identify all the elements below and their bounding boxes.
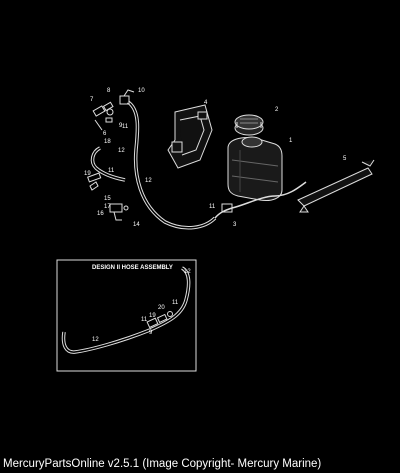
tank-cap-part-2 bbox=[234, 114, 264, 136]
callout-1: 1 bbox=[289, 138, 293, 144]
callout-5: 5 bbox=[343, 156, 347, 162]
callout-4: 4 bbox=[204, 100, 208, 106]
inset-fittings bbox=[146, 311, 173, 329]
fitting-cluster-upper bbox=[92, 89, 135, 131]
callout-6: 6 bbox=[103, 131, 107, 137]
bracket-part-4 bbox=[167, 104, 213, 169]
callout-labels: 10 8 7 9 11 6 18 12 4 2 1 5 19 11 12 15 … bbox=[84, 88, 347, 228]
inset-design-ii-hose-assembly: DESIGN II HOSE ASSEMBLY 12 20 11 11 19 9… bbox=[56, 259, 197, 372]
strap-part-5 bbox=[297, 159, 375, 213]
callout-3: 3 bbox=[233, 222, 237, 228]
copyright-caption: MercuryPartsOnline v2.5.1 (Image Copyrig… bbox=[3, 458, 322, 470]
callout-12-b: 12 bbox=[145, 178, 152, 184]
inset-callout-12: 12 bbox=[184, 269, 191, 275]
callout-11-c: 11 bbox=[209, 204, 216, 210]
inset-callout-9: 9 bbox=[149, 330, 153, 336]
parts-diagram: 10 8 7 9 11 6 18 12 4 2 1 5 19 11 12 15 … bbox=[56, 88, 375, 372]
callout-9: 9 bbox=[119, 123, 123, 129]
callout-2: 2 bbox=[275, 107, 279, 113]
callout-12: 12 bbox=[118, 148, 125, 154]
inset-title: DESIGN II HOSE ASSEMBLY bbox=[92, 265, 173, 271]
inset-callout-11: 11 bbox=[172, 300, 179, 306]
callout-15: 15 bbox=[104, 196, 111, 202]
reservoir-tank-part-1 bbox=[227, 136, 283, 201]
callout-8: 8 bbox=[107, 88, 111, 94]
callout-10: 10 bbox=[138, 88, 145, 94]
callout-19: 19 bbox=[84, 171, 91, 177]
callout-18: 18 bbox=[104, 139, 111, 145]
fitting-cluster-lower bbox=[87, 172, 129, 221]
inset-callout-12-b: 12 bbox=[92, 337, 99, 343]
callout-17: 17 bbox=[104, 204, 111, 210]
callout-16: 16 bbox=[97, 211, 104, 217]
callout-11: 11 bbox=[122, 124, 129, 130]
callout-7: 7 bbox=[90, 97, 94, 103]
fitting-part-3 bbox=[221, 203, 233, 213]
inset-callout-11-b: 11 bbox=[141, 317, 148, 323]
callout-11-b: 11 bbox=[108, 168, 115, 174]
inset-callout-19: 19 bbox=[149, 313, 156, 319]
inset-callout-20: 20 bbox=[158, 305, 165, 311]
callout-14: 14 bbox=[133, 222, 140, 228]
